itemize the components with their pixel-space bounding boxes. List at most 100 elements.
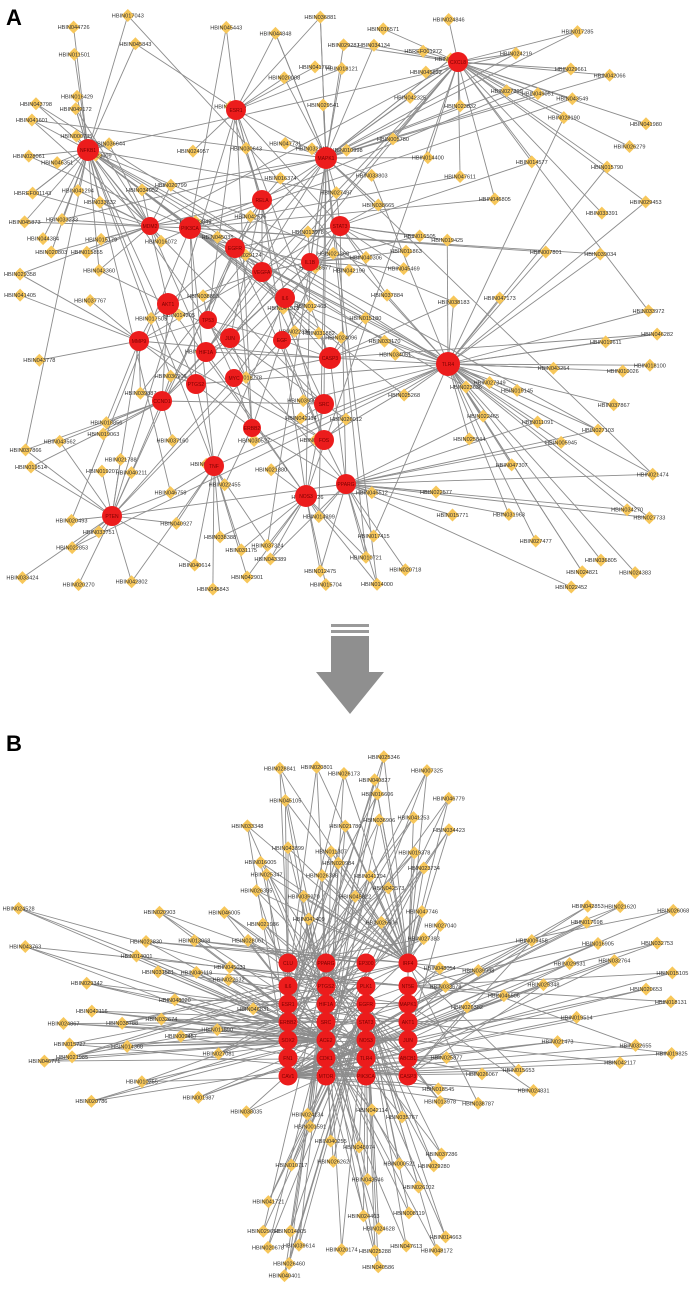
edge [447, 363, 628, 511]
diamond-node-label: HBIN042576 [234, 214, 266, 220]
diamond-node-label: HBIN042853 [572, 904, 604, 910]
diamond-node-label: HBIN022577 [420, 490, 452, 496]
diamond-node [44, 245, 58, 259]
diamond-node [164, 178, 178, 192]
edge [24, 221, 191, 229]
edge [309, 250, 407, 263]
edge [287, 817, 414, 987]
diamond-node [365, 168, 379, 182]
edge [447, 363, 614, 406]
diamond-node-label: HBIN020799 [155, 183, 187, 189]
diamond-node-label: HBIN015855 [71, 250, 103, 256]
hub-node-label: NOS3 [359, 1038, 373, 1044]
diamond-node-label: HBIN020801 [301, 765, 333, 771]
diamond-node [434, 1147, 448, 1161]
diamond-node [210, 1023, 224, 1037]
diamond-node [386, 132, 400, 146]
edge [240, 495, 307, 551]
edge [251, 339, 283, 429]
edge [345, 483, 650, 519]
diamond-node-label: HBIN023830 [130, 939, 162, 945]
diamond-node-label: HBIN040401 [268, 1274, 300, 1280]
edge [325, 61, 459, 159]
edge [98, 225, 151, 271]
diamond-node [512, 1063, 526, 1077]
diamond-node [371, 198, 385, 212]
diamond-node-label: HBIN034051 [379, 352, 411, 358]
hub-node-label: EGF [277, 338, 287, 344]
edge [287, 767, 318, 987]
diamond-node [18, 940, 32, 954]
hub-node [179, 217, 201, 239]
diamond-node [620, 503, 634, 517]
diamond-node-label: HBIN039998 [287, 399, 319, 405]
diamond-node-label: HBIN021786 [329, 824, 361, 830]
diamond-node-label: HBIN029531 [554, 962, 586, 968]
edge [111, 492, 171, 517]
edge [457, 61, 603, 214]
diamond-node [509, 46, 523, 60]
edge [87, 149, 172, 377]
diamond-node [650, 327, 664, 341]
diamond-node [415, 905, 429, 919]
edge [253, 363, 449, 441]
edge [383, 28, 459, 63]
diamond-node-label: HBIN020008 [268, 76, 300, 82]
panel-b-nodes: HBIN026506HBIN024134HBIN021985HBIN039998… [3, 750, 689, 1283]
diamond-node [510, 383, 524, 397]
diamond-node [666, 903, 680, 917]
edge [31, 119, 327, 159]
diamond-node [603, 68, 617, 82]
panel-a-label: A [6, 5, 22, 30]
edge [287, 756, 385, 1041]
edge [345, 483, 572, 588]
diamond-node-label: HBIN036906 [155, 374, 187, 380]
diamond-node-label: HBIN027733 [633, 516, 665, 522]
diamond-node [380, 288, 394, 302]
diamond-node-label: HBIN018856 [90, 421, 122, 427]
hub-node-label: ACE2 [319, 1038, 332, 1044]
diamond-node [500, 84, 514, 98]
hub-node-label: PTEN [105, 514, 119, 520]
edge [325, 962, 446, 1238]
edge [229, 337, 325, 405]
diamond-node [56, 1017, 70, 1031]
diamond-node-label: HBIN015790 [591, 165, 623, 171]
edge [407, 962, 519, 1071]
diamond-node [129, 949, 143, 963]
edge [35, 103, 89, 151]
edge [224, 427, 253, 485]
diamond-node [64, 513, 78, 527]
diamond-node [246, 1002, 260, 1016]
edge [140, 157, 327, 394]
diamond-node [607, 398, 621, 412]
diamond-node [139, 934, 153, 948]
edge [267, 1003, 367, 1202]
diamond-node [475, 1067, 489, 1081]
diamond-node-label: HBIN031581 [142, 970, 174, 976]
edge [234, 225, 341, 249]
diamond-node-label: HBIN039998 [462, 968, 494, 974]
diamond-node-label: HBIN018131 [655, 1000, 687, 1006]
hub-node-label: NT5E [402, 984, 415, 990]
edge [447, 310, 649, 365]
diamond-node-label: HBIN013068 [178, 939, 210, 945]
diamond-node-label: HBIN048020 [159, 998, 191, 1004]
hub-node-label: PTGS2 [188, 382, 205, 388]
diamond-node-label: HBIN000521 [383, 1162, 415, 1168]
edge [447, 253, 601, 365]
diamond-node-label: HBIN042116 [76, 1009, 108, 1015]
diamond-node [374, 915, 388, 929]
diamond-node-label: HBIN039614 [283, 1243, 315, 1249]
edge [69, 985, 367, 1045]
diamond-node [412, 1180, 426, 1194]
diamond-node-label: HBIN046831 [237, 1007, 269, 1013]
diamond-node [261, 1240, 275, 1254]
edge [87, 149, 197, 385]
diamond-node [599, 335, 613, 349]
diamond-node-label: HBIN046512 [356, 491, 388, 497]
edge [87, 149, 171, 493]
hub-node [252, 262, 272, 282]
edge [329, 301, 454, 359]
diamond-node-label: HBIN046282 [641, 332, 673, 338]
